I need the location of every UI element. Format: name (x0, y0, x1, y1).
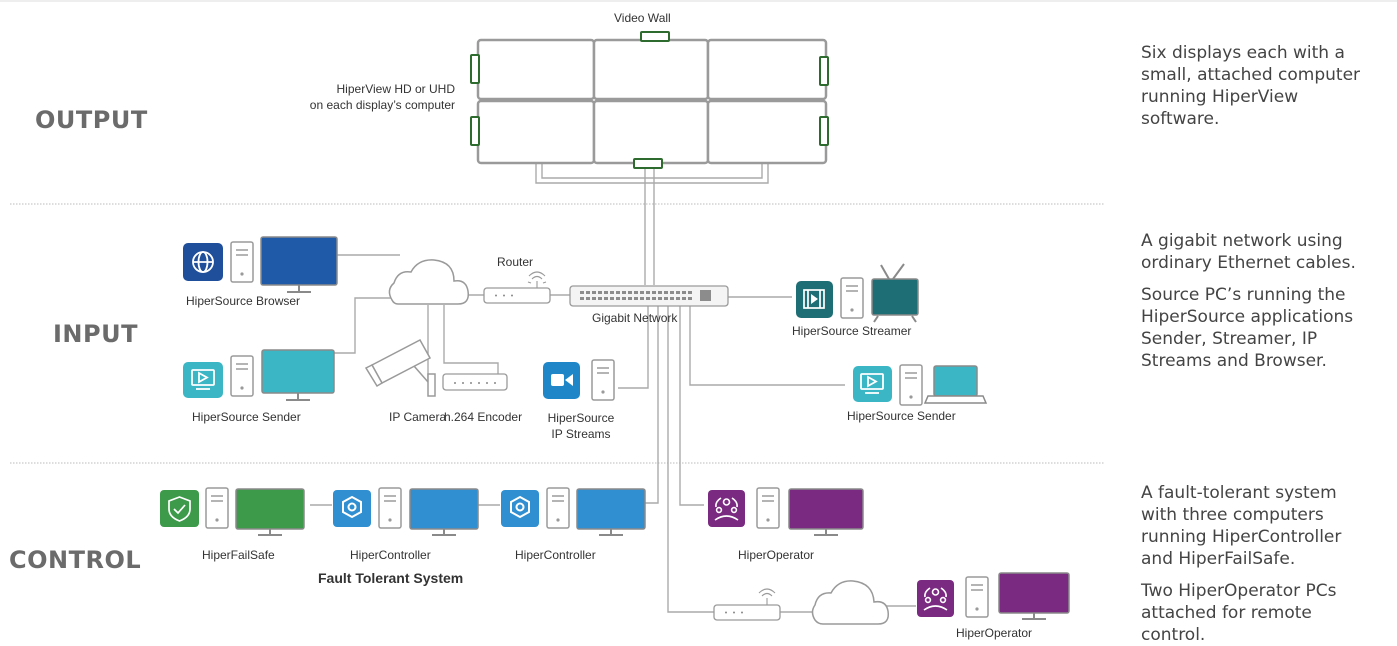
section-output-heading: OUTPUT (35, 106, 148, 134)
section-input-heading: INPUT (53, 320, 138, 348)
monitor-icon (576, 488, 646, 536)
input-network-text: A gigabit network using ordinary Etherne… (1141, 231, 1356, 273)
hipersource-browser-label: HiperSource Browser (186, 294, 301, 308)
hipersource-sender-right-station (853, 364, 988, 406)
controller-icon (510, 495, 530, 519)
pc-tower-icon (840, 277, 864, 319)
display-computer (470, 116, 480, 146)
fault-tolerant-label: Fault Tolerant System (318, 570, 464, 586)
display-computer (470, 54, 480, 84)
monitor-icon (261, 349, 335, 401)
hiperview-note: HiperView HD or UHD on each display’s co… (309, 82, 455, 112)
section-control-heading: CONTROL (9, 546, 142, 574)
monitor-icon (260, 236, 338, 293)
display-computer (819, 116, 829, 146)
remote-router-icon (713, 588, 781, 621)
hipersource-sender-left-station (183, 349, 335, 401)
shield-check-icon (168, 496, 191, 522)
globe-icon (192, 251, 214, 273)
internet-cloud-icon (388, 259, 470, 305)
monitor-icon (788, 488, 864, 536)
hipercontroller-2-station (501, 487, 646, 536)
control-description: A fault-tolerant system with three compu… (1141, 482, 1391, 646)
output-description: Six displays each with a small, attached… (1141, 42, 1391, 130)
hiperoperator-2-label: HiperOperator (956, 626, 1033, 640)
controller-icon (342, 495, 362, 519)
display-computer (633, 158, 663, 169)
ip-camera-label: IP Camera (389, 410, 447, 424)
pc-tower-icon (546, 487, 570, 529)
input-description: A gigabit network using ordinary Etherne… (1141, 230, 1391, 372)
control-system-text: A fault-tolerant system with three compu… (1141, 483, 1342, 569)
display-computer (819, 56, 829, 86)
hiperoperator-2-station (917, 572, 1070, 620)
router-label: Router (497, 255, 534, 269)
hipersource-browser-station (183, 236, 338, 293)
hipercontroller-1-station (333, 487, 479, 536)
hipersource-ip-streams-label: HiperSource IP Streams (547, 411, 615, 441)
display-panel (592, 99, 710, 165)
ip-camera-icon (364, 338, 436, 397)
pc-tower-icon (378, 487, 402, 529)
screen-play-icon (860, 373, 884, 394)
video-camera-icon (551, 374, 573, 386)
output-description-text: Six displays each with a small, attached… (1141, 43, 1361, 129)
display-panel (706, 38, 828, 101)
pc-tower-icon (899, 364, 923, 406)
hiperfailsafe-label: HiperFailSafe (202, 548, 275, 562)
remote-cloud-icon (811, 580, 890, 625)
hipersource-streamer-station (796, 263, 919, 323)
pc-tower-icon (591, 359, 615, 401)
display-panel (706, 99, 828, 165)
hipersource-ip-streams-station (543, 359, 615, 401)
hipersource-streamer-label: HiperSource Streamer (792, 324, 912, 338)
control-operators-text: Two HiperOperator PCs attached for remot… (1141, 581, 1337, 645)
pc-tower-icon (230, 241, 254, 283)
gigabit-switch (569, 285, 729, 307)
display-panel (476, 99, 596, 165)
display-panel (476, 38, 596, 101)
hiperoperator-1-station (708, 487, 864, 536)
people-icon (923, 587, 948, 611)
router-icon (483, 271, 551, 304)
pc-tower-icon (230, 355, 254, 397)
pc-tower-icon (965, 576, 989, 618)
video-wall-label: Video Wall (614, 11, 671, 25)
network-cables (310, 168, 916, 613)
input-sources-text: Source PC’s running the HiperSource appl… (1141, 285, 1354, 371)
hipercontroller-1-label: HiperController (350, 548, 431, 562)
h264-encoder-icon (442, 373, 508, 391)
screen-play-icon (191, 369, 215, 390)
hiperfailsafe-station (160, 487, 305, 536)
laptop-icon (923, 365, 988, 404)
video-wall (470, 31, 829, 184)
hipersource-sender-right-label: HiperSource Sender (847, 409, 956, 423)
hipersource-sender-left-label: HiperSource Sender (192, 410, 301, 424)
monitor-icon (235, 488, 305, 536)
pc-tower-icon (756, 487, 780, 529)
gigabit-network-label: Gigabit Network (592, 311, 678, 325)
display-panel (592, 38, 710, 101)
monitor-icon (998, 572, 1070, 620)
tv-icon (871, 263, 919, 323)
people-icon (714, 497, 739, 521)
film-icon (803, 289, 825, 309)
hipercontroller-2-label: HiperController (515, 548, 596, 562)
hiperoperator-1-label: HiperOperator (738, 548, 815, 562)
monitor-icon (409, 488, 479, 536)
pc-tower-icon (205, 487, 229, 529)
display-computer (640, 31, 670, 42)
h264-encoder-label: h.264 Encoder (444, 410, 523, 424)
